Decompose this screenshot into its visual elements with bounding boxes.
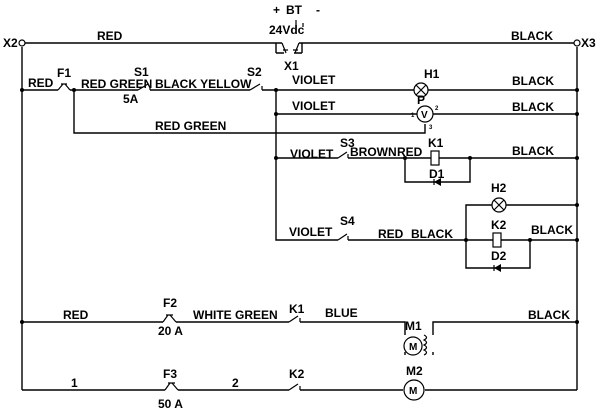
- s2-label: S2: [247, 65, 262, 79]
- k2-black-wire: BLACK: [531, 223, 573, 237]
- k1-coil-symbol: [430, 150, 440, 166]
- s1-switch-symbol: [137, 83, 151, 91]
- h1-violet-wire: VIOLET: [292, 73, 336, 87]
- s1-in-wire: RED GREEN: [81, 77, 152, 91]
- s1-rating: 5A: [123, 92, 139, 106]
- f2-fuse-symbol: [162, 314, 177, 323]
- f2-label: F2: [163, 296, 177, 310]
- p-pin2: 2: [435, 106, 439, 112]
- k2-label: K2: [491, 218, 507, 232]
- p-label: P: [417, 93, 425, 107]
- s3-out-wire: BROWN: [350, 145, 397, 159]
- m2-node-1: 1: [71, 376, 78, 390]
- h1-label: H1: [424, 67, 440, 81]
- m1-black-wire: BLACK: [528, 308, 570, 322]
- k2-contact-symbol: [288, 383, 301, 391]
- m2-node-2: 2: [232, 376, 239, 390]
- f3-label: F3: [163, 367, 177, 381]
- f3-fuse-symbol: [164, 382, 179, 391]
- k1-contact-symbol: [288, 315, 301, 323]
- h2-label: H2: [491, 181, 507, 195]
- h2k2-black-wire: BLACK: [411, 227, 453, 241]
- terminal-x2: [18, 39, 26, 47]
- battery-voltage: 24Vdc: [269, 23, 305, 37]
- terminal-x3: [573, 39, 581, 47]
- m1-red-wire: RED: [63, 308, 89, 322]
- p-violet-wire: VIOLET: [292, 99, 336, 113]
- s2-switch-symbol: [249, 83, 263, 91]
- m1-blue-wire: BLUE: [325, 306, 358, 320]
- p-pin1: 1: [411, 113, 415, 119]
- h1-black-wire: BLACK: [512, 74, 554, 88]
- d2-diode-symbol: [493, 264, 501, 272]
- h1-lamp-symbol: [413, 82, 429, 98]
- s3-label: S3: [340, 136, 355, 150]
- k1-label: K1: [428, 136, 444, 150]
- k1-contact-label: K1: [289, 302, 305, 316]
- k1-red-wire: RED: [397, 145, 423, 159]
- row-k1-wires: [348, 157, 577, 183]
- k2-contact-label: K2: [289, 367, 305, 381]
- m1-label: M1: [405, 319, 422, 333]
- f1-label: F1: [57, 66, 71, 80]
- f1-fuse-symbol: [57, 83, 71, 91]
- s1-label: S1: [134, 65, 149, 79]
- d2-label: D2: [491, 249, 507, 263]
- m1-motor-letter: M: [409, 342, 417, 353]
- d1-diode-symbol: [433, 178, 441, 186]
- m1-motor-symbol: [403, 334, 428, 356]
- battery-plus: +: [273, 3, 280, 17]
- p-voltmeter-symbol: [416, 105, 434, 123]
- s3-switch-symbol: [337, 151, 349, 159]
- f2-rating: 20 A: [158, 324, 183, 338]
- terminal-x2-label: X2: [3, 36, 18, 50]
- s3-violet-wire: VIOLET: [290, 147, 334, 161]
- s4-label: S4: [340, 214, 355, 228]
- row-m1-wires: [22, 321, 577, 355]
- meter-v-symbol: V: [421, 110, 428, 121]
- m2-motor-letter: M: [409, 386, 417, 397]
- top-red-label: RED: [97, 29, 123, 43]
- bus-wires: [21, 42, 578, 390]
- m2-motor-symbol: [403, 379, 425, 401]
- s4-switch-symbol: [337, 233, 349, 241]
- p-red-green-wire: RED GREEN: [155, 119, 226, 133]
- h2-lamp-symbol: [491, 197, 507, 213]
- p-black-wire: BLACK: [512, 100, 554, 114]
- battery-label: BT: [286, 3, 303, 17]
- x1-contact-symbol: [281, 42, 300, 54]
- top-black-label: BLACK: [511, 29, 553, 43]
- s4-violet-wire: VIOLET: [289, 225, 333, 239]
- k1-black-wire: BLACK: [512, 144, 554, 158]
- battery-minus: -: [316, 3, 320, 17]
- f1-red-wire: RED: [28, 76, 54, 90]
- k2-coil-symbol: [492, 232, 502, 248]
- terminal-x3-label: X3: [581, 36, 596, 50]
- m2-label: M2: [406, 364, 423, 378]
- battery-symbol: [295, 20, 304, 30]
- m1-mid-wire: WHITE GREEN: [193, 308, 278, 322]
- x1-label: X1: [284, 59, 299, 73]
- d1-label: D1: [429, 167, 445, 181]
- s4-out-wire: RED: [378, 227, 404, 241]
- p-pin3: 3: [429, 125, 433, 131]
- s1-out-wire: BLACK YELLOW: [155, 77, 252, 91]
- f3-rating: 50 A: [158, 397, 183, 411]
